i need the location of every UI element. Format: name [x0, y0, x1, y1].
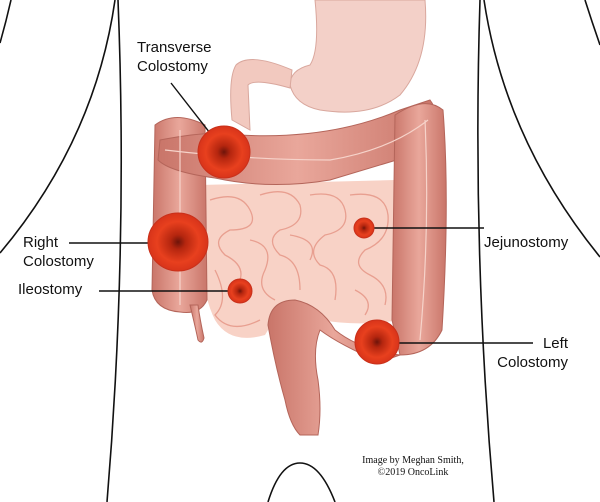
label-line: Left [542, 335, 568, 352]
ileostomy-label: Ileostomy [18, 281, 83, 298]
appendix [189, 304, 205, 343]
left-colostomy-label: Left Colostomy [491, 334, 568, 372]
right-arm-line [584, 0, 600, 46]
right-colostomy-label: Right Colostomy [23, 233, 94, 271]
left-flank-line [0, 0, 116, 254]
stomach [230, 0, 427, 131]
transverse-colostomy-label: Transverse Colostomy [137, 38, 211, 76]
descending-colon [391, 103, 447, 356]
ileostomy-stoma [227, 278, 253, 304]
jejunostomy-label: Jejunostomy [484, 234, 569, 251]
credit-line: Image by Meghan Smith, [362, 455, 464, 466]
groin-line [267, 462, 336, 502]
label-line: Transverse [137, 39, 212, 56]
stomas [147, 125, 400, 365]
credit-line: ©2019 OncoLink [377, 467, 449, 478]
label-line: Right [23, 234, 59, 251]
right-colostomy-stoma [147, 212, 209, 272]
left-torso-line [106, 0, 123, 502]
left-colostomy-stoma [354, 319, 400, 365]
label-line: Colostomy [497, 354, 568, 371]
left-arm-line [0, 0, 12, 44]
transverse-colostomy-stoma [197, 125, 251, 179]
sigmoid-colon [267, 299, 401, 436]
right-torso-line [477, 0, 495, 502]
label-line: Colostomy [137, 58, 208, 75]
jejunostomy-stoma [353, 217, 375, 239]
image-credit: Image by Meghan Smith, ©2019 OncoLink [358, 455, 468, 479]
right-flank-line [483, 0, 600, 258]
label-line: Colostomy [23, 253, 94, 270]
